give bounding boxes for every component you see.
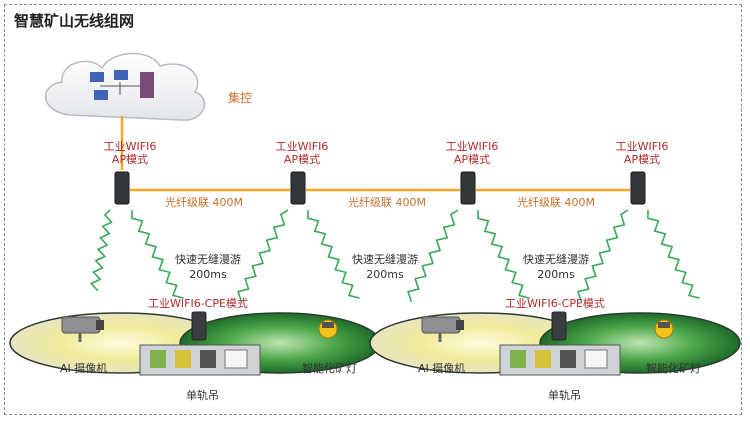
diagram-frame [4, 4, 742, 415]
mine-lamp-icon [654, 319, 674, 339]
monorail-label: 单轨吊 [186, 389, 219, 402]
fiber-label: 光纤级联 400M [348, 196, 426, 209]
ap-device-icon [290, 171, 306, 205]
ap-device-icon [630, 171, 646, 205]
center-control-label: 集控 [228, 91, 253, 105]
fiber-label: 光纤级联 400M [165, 196, 243, 209]
ap-device-icon [460, 171, 476, 205]
cpe-device-icon [191, 311, 207, 341]
cpe-device-icon [551, 311, 567, 341]
wireless-signal [407, 209, 459, 303]
ap-device-icon [114, 171, 130, 205]
lamp-label: 智能化矿灯 [302, 362, 357, 375]
mine-lamp-icon [318, 319, 338, 339]
cpe-label: 工业WIFI6-CPE模式 [148, 297, 248, 310]
camera-icon [61, 316, 104, 342]
diagram-title: 智慧矿山无线组网 [14, 12, 135, 30]
wireless-signal [647, 209, 700, 299]
cpe-label: 工业WIFI6-CPE模式 [505, 297, 605, 310]
wireless-signal [307, 209, 360, 299]
wireless-signal [89, 209, 113, 292]
wireless-signal [237, 209, 289, 303]
monorail-hoist-icon [499, 344, 621, 376]
wireless-signal [577, 209, 629, 303]
wireless-signals [89, 209, 700, 303]
wireless-signal [131, 209, 184, 299]
wireless-signal [477, 209, 530, 299]
camera-label: AI 摄像机 [60, 362, 108, 375]
camera-label: AI 摄像机 [418, 362, 466, 375]
monorail-label: 单轨吊 [548, 389, 581, 402]
monorail-hoist-icon [139, 344, 261, 376]
fiber-label: 光纤级联 400M [517, 196, 595, 209]
camera-icon [421, 316, 464, 342]
lamp-label: 智能化矿灯 [646, 362, 701, 375]
cloud-icon [45, 52, 206, 121]
